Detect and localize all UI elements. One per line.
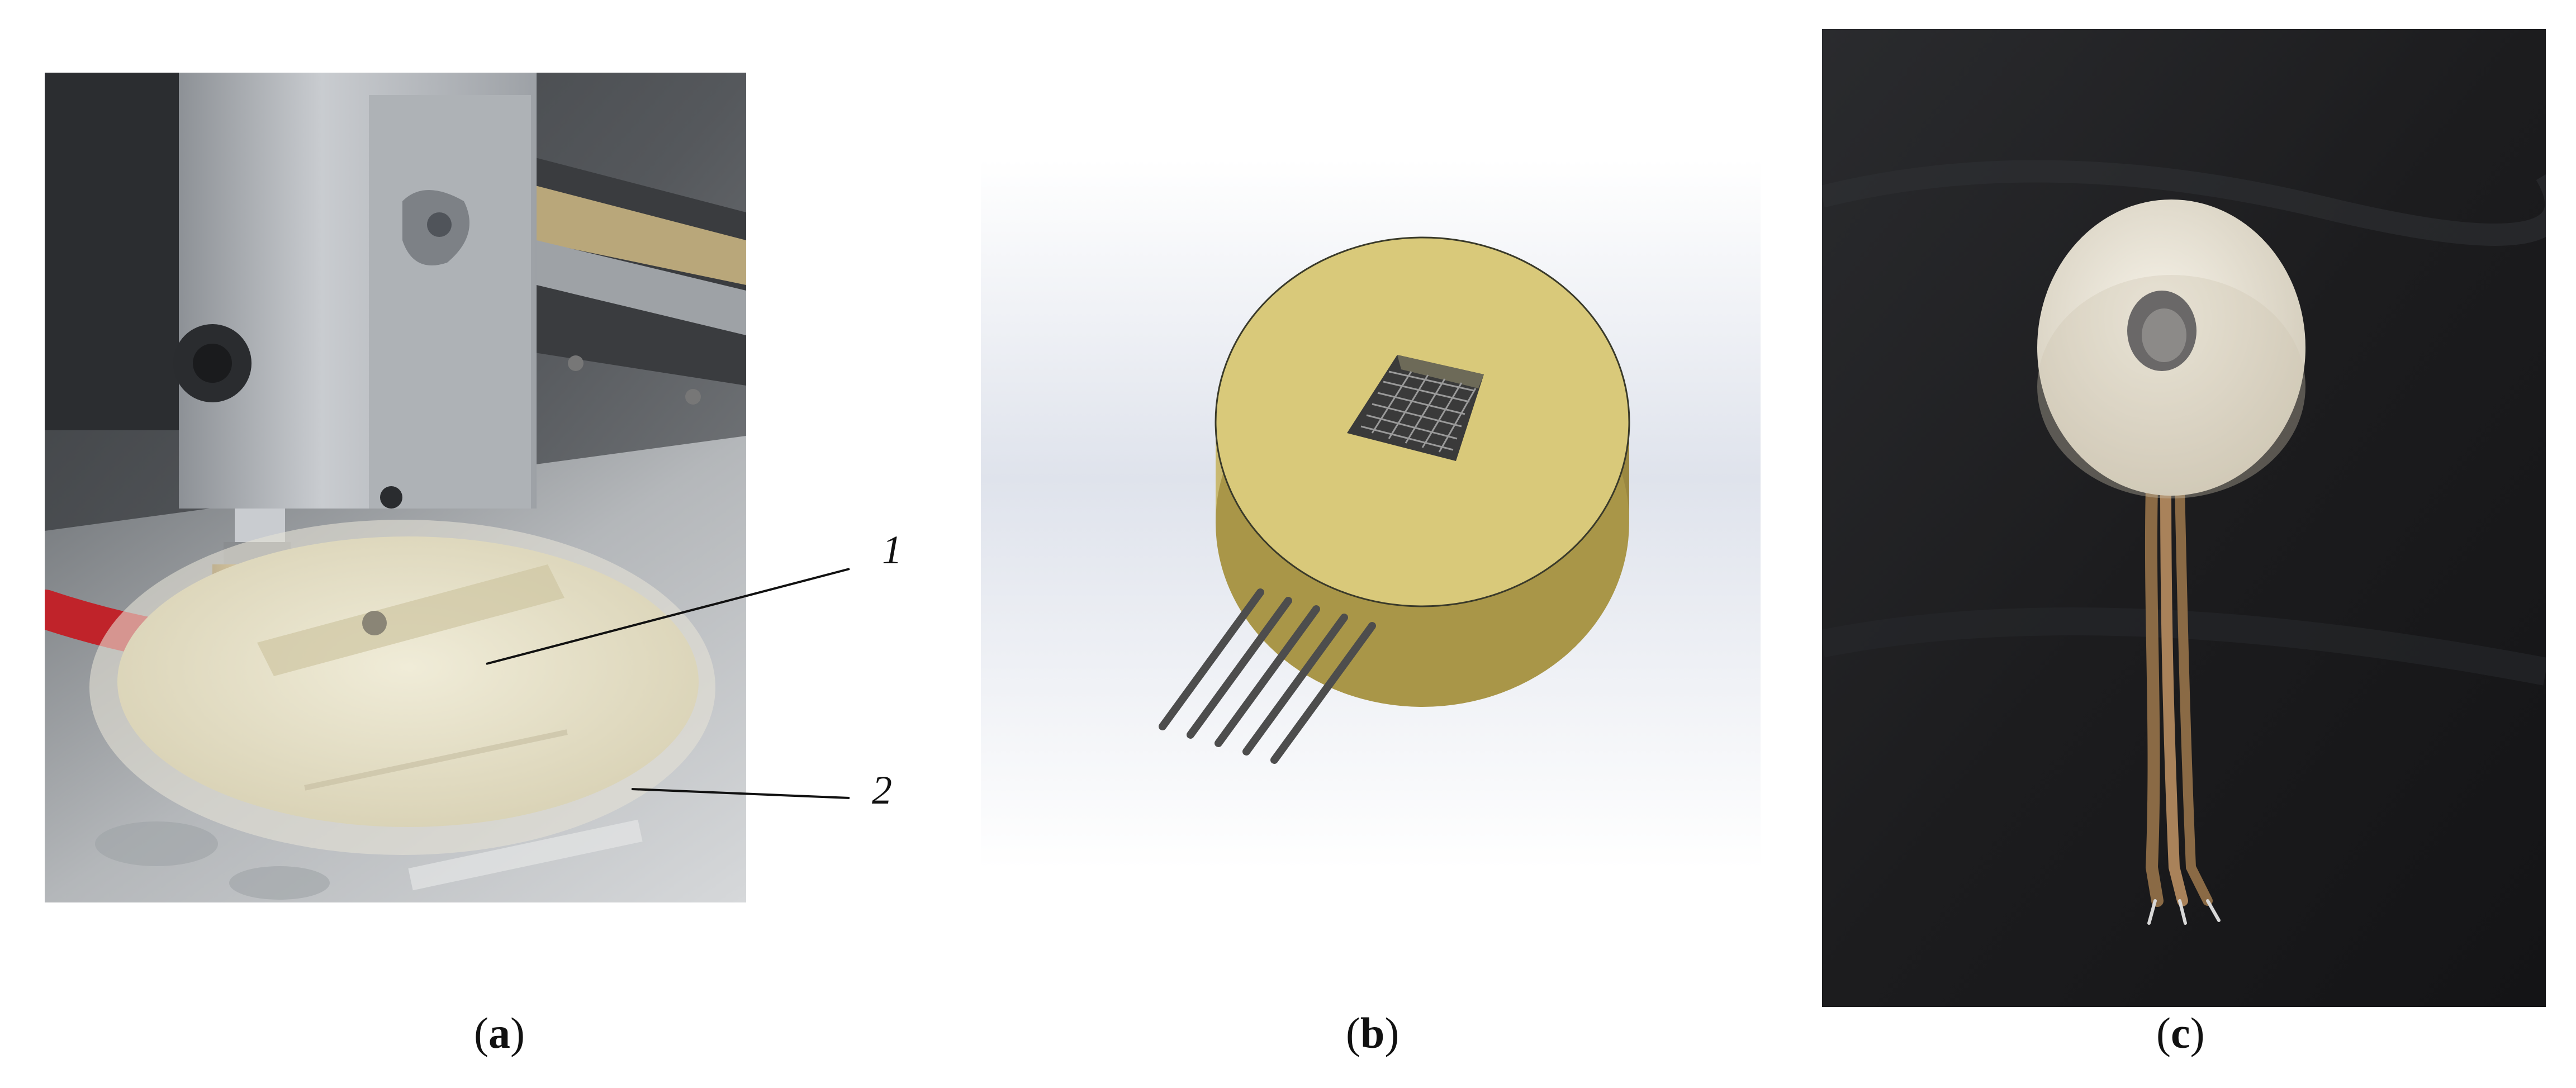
caption-a-letter: a — [488, 1009, 510, 1057]
callout-label-2: 2 — [872, 768, 892, 813]
caption-a-close: ) — [510, 1009, 525, 1057]
caption-a: (a) — [474, 1011, 525, 1055]
caption-b-letter: b — [1360, 1009, 1385, 1057]
sensor-model-render — [981, 159, 1761, 869]
callout-label-1: 1 — [882, 528, 902, 572]
caption-c-open: ( — [2156, 1009, 2171, 1057]
printed-sensor-icon — [1822, 29, 2546, 1007]
caption-c: (c) — [2156, 1011, 2205, 1055]
printer-photo-icon — [45, 73, 746, 902]
caption-b-close: ) — [1384, 1009, 1400, 1057]
caption-b: (b) — [1346, 1011, 1399, 1055]
printer-photo — [45, 73, 746, 902]
caption-a-open: ( — [474, 1009, 488, 1057]
sensor-model-icon — [981, 159, 1761, 869]
caption-c-close: ) — [2190, 1009, 2205, 1057]
caption-c-letter: c — [2170, 1009, 2190, 1057]
printed-sensor-photo — [1822, 29, 2546, 1007]
caption-b-open: ( — [1346, 1009, 1360, 1057]
